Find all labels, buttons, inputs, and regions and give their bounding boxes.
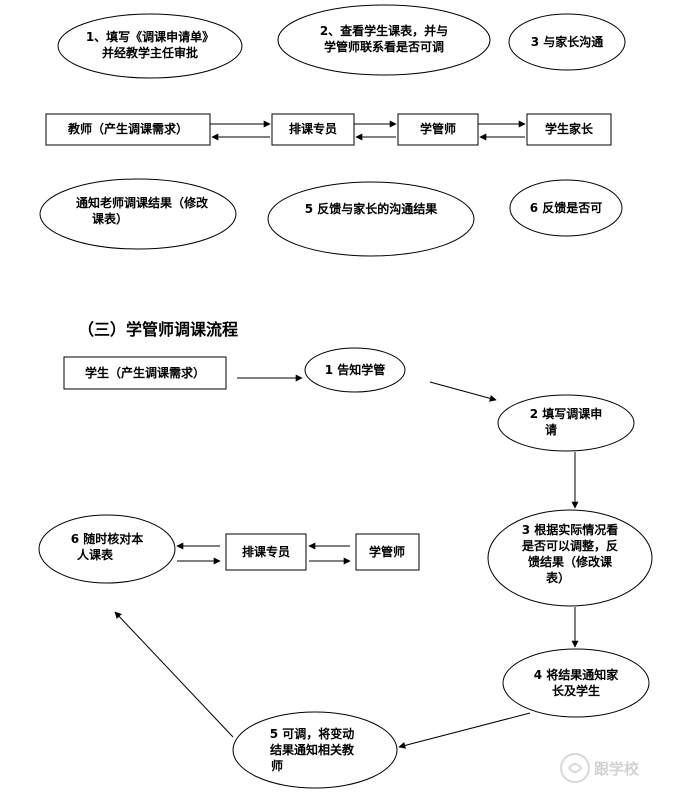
box-academic-manager: 学管师 — [397, 113, 479, 146]
svg-text:排课专员: 排课专员 — [242, 544, 290, 559]
step-3-contact-parents: 3 与家长沟通 — [508, 13, 626, 71]
node-evaluate-adjust: 3 根据实际情况看是否可以调整，反馈结果（修改课表） — [487, 509, 653, 607]
result-feedback-possible: 6 反馈是否可 — [509, 179, 623, 237]
section2-arrows — [114, 374, 579, 749]
box-teacher: 教师（产生调课需求） — [45, 113, 211, 146]
svg-text:6 反馈是否可: 6 反馈是否可 — [530, 200, 603, 215]
svg-text:学生家长: 学生家长 — [545, 121, 594, 136]
svg-text:4 将结果通知家长及学生: 4 将结果通知家长及学生 — [534, 667, 620, 698]
svg-text:2、查看学生课表，并与学管师联系看是否可调: 2、查看学生课表，并与学管师联系看是否可调 — [320, 23, 448, 54]
svg-text:6 随时核对本人课表: 6 随时核对本人课表 — [71, 531, 144, 562]
result-notify-teacher: 通知老师调课结果（修改课表） — [39, 178, 237, 250]
node-verify-schedule: 6 随时核对本人课表 — [38, 514, 176, 584]
arrow-inform-to-fill — [429, 381, 497, 402]
svg-text:5 可调，将变动结果通知相关教师: 5 可调，将变动结果通知相关教师 — [270, 726, 355, 773]
arrow-teachers-to-verify — [114, 611, 234, 738]
node-scheduler: 排课专员 — [225, 533, 307, 571]
svg-text:排课专员: 排课专员 — [289, 121, 337, 136]
step-1-fill-application: 1、填写《调课申请单》并经教学主任审批 — [57, 13, 243, 79]
svg-text:3 根据实际情况看是否可以调整，反馈结果（修改课表）: 3 根据实际情况看是否可以调整，反馈结果（修改课表） — [521, 522, 618, 585]
node-notify-parents-students: 4 将结果通知家长及学生 — [502, 648, 650, 718]
section1-boxes: 教师（产生调课需求） 排课专员 学管师 学生家长 — [45, 113, 612, 146]
section1-steps: 1、填写《调课申请单》并经教学主任审批 2、查看学生课表，并与学管师联系看是否可… — [57, 4, 626, 79]
node-academic-manager: 学管师 — [355, 533, 420, 571]
watermark-logo: 跟学校 — [560, 753, 640, 783]
svg-text:3 与家长沟通: 3 与家长沟通 — [531, 34, 604, 49]
svg-text:1 告知学管: 1 告知学管 — [325, 362, 386, 377]
svg-text:学生（产生调课需求）: 学生（产生调课需求） — [85, 365, 205, 380]
section1-results: 通知老师调课结果（修改课表） 5 反馈与家长的沟通结果 6 反馈是否可 — [39, 178, 623, 257]
section1-arrows — [210, 120, 526, 141]
node-student-request: 学生（产生调课需求） — [63, 356, 227, 390]
section2-nodes: 学生（产生调课需求） 1 告知学管 2 填写调课申请 3 根据实际情况看是否可以… — [38, 347, 653, 789]
step-2-check-schedule: 2、查看学生课表，并与学管师联系看是否可调 — [277, 4, 491, 76]
svg-text:学管师: 学管师 — [369, 544, 405, 559]
svg-text:通知老师调课结果（修改课表）: 通知老师调课结果（修改课表） — [76, 195, 209, 226]
node-notify-teachers: 5 可调，将变动结果通知相关教师 — [232, 711, 398, 789]
result-feedback-parents: 5 反馈与家长的沟通结果 — [267, 181, 475, 257]
box-scheduler: 排课专员 — [271, 113, 355, 146]
node-fill-request: 2 填写调课申请 — [497, 394, 635, 452]
svg-text:跟学校: 跟学校 — [594, 760, 640, 778]
section2-heading: （三）学管师调课流程 — [78, 320, 238, 339]
svg-text:1、填写《调课申请单》并经教学主任审批: 1、填写《调课申请单》并经教学主任审批 — [86, 29, 214, 60]
svg-text:教师（产生调课需求）: 教师（产生调课需求） — [67, 121, 188, 136]
svg-text:学管师: 学管师 — [420, 121, 456, 136]
arrow-notify-to-teachers — [398, 712, 531, 749]
box-parents: 学生家长 — [526, 113, 612, 146]
node-inform-manager: 1 告知学管 — [304, 347, 406, 393]
svg-text:2 填写调课申请: 2 填写调课申请 — [530, 406, 603, 437]
svg-text:5 反馈与家长的沟通结果: 5 反馈与家长的沟通结果 — [305, 201, 438, 216]
